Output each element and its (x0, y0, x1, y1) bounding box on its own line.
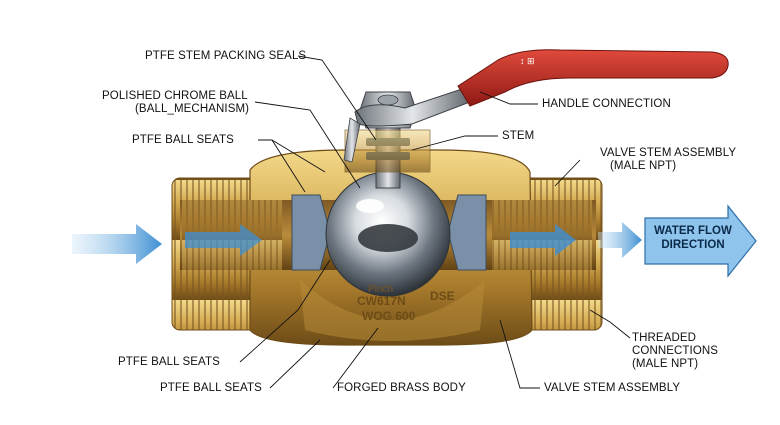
label-stem-packing: PTFE STEM PACKING SEALS (145, 50, 307, 62)
flow-direction-box (644, 204, 757, 278)
label-ball-seats-top: PTFE BALL SEATS (132, 134, 234, 146)
label-forged-body: FORGED BRASS BODY (337, 382, 466, 394)
body-marking-top: Pinch (368, 284, 393, 295)
flow-direction-label: WATER FLOW DIRECTION (648, 224, 738, 252)
leader-lines (239, 55, 631, 389)
label-ball-seats-bottom-1: PTFE BALL SEATS (118, 356, 220, 368)
body-marking-2: WOG 600 (362, 309, 416, 323)
label-handle-connection: HANDLE CONNECTION (542, 98, 671, 110)
label-stem-assembly-bottom: VALVE STEM ASSEMBLY (544, 382, 681, 394)
flow-arrow-inner-right (510, 224, 576, 256)
flow-line-1: WATER FLOW (654, 225, 732, 237)
label-stem: STEM (502, 130, 535, 142)
flow-arrow-inner-left (185, 224, 262, 256)
label-threaded-2: CONNECTIONS (632, 345, 719, 357)
body-belly (300, 280, 485, 341)
label-stem-assembly-top-sub: (MALE NPT) (610, 160, 677, 172)
flow-arrow-inlet (72, 224, 162, 264)
handle-marking-icon: ↕ ⊞ (520, 56, 535, 66)
right-ball-seat (447, 194, 487, 271)
label-stem-assembly-top: VALVE STEM ASSEMBLY (MALE NPT) (600, 147, 736, 173)
body-marking-side: DSE (430, 289, 455, 303)
label-chrome-ball: POLISHED CHROME BALL (BALL_MECHANISM) (102, 90, 249, 116)
body-marking-1: CW617N (357, 294, 406, 308)
handle-grip (457, 49, 729, 107)
flow-line-2: DIRECTION (661, 239, 725, 251)
label-threaded-1: THREADED (632, 332, 697, 344)
label-chrome-ball-sub: (BALL_MECHANISM) (135, 103, 250, 115)
label-threaded: THREADED CONNECTIONS (MALE NPT) (632, 332, 718, 371)
label-ball-seats-bottom-2: PTFE BALL SEATS (160, 382, 262, 394)
label-stem-assembly-top-main: VALVE STEM ASSEMBLY (600, 147, 737, 159)
label-chrome-ball-main: POLISHED CHROME BALL (102, 90, 248, 102)
left-ball-seat (291, 194, 331, 271)
flow-arrow-outlet (598, 222, 642, 258)
label-threaded-3: (MALE NPT) (632, 358, 699, 370)
